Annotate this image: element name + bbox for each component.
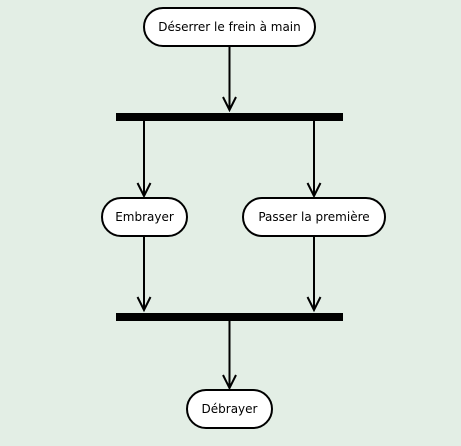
arrow-left-to-join (136, 236, 152, 313)
action-node-end: Débrayer (186, 389, 273, 429)
arrow-fork-to-left (136, 121, 152, 199)
action-node-right-label: Passer la première (258, 210, 369, 224)
action-node-left: Embrayer (101, 197, 188, 237)
fork-bar (116, 113, 343, 121)
arrow-right-to-join (306, 236, 322, 313)
action-node-start: Déserrer le frein à main (143, 7, 316, 47)
action-node-end-shape (186, 389, 273, 429)
action-node-start-label: Déserrer le frein à main (158, 20, 301, 34)
arrow-join-to-end (222, 321, 237, 391)
arrow-fork-to-right (306, 121, 322, 199)
arrow-start-to-fork (222, 46, 237, 113)
action-node-right: Passer la première (242, 197, 386, 237)
action-node-end-label: Débrayer (202, 402, 258, 416)
join-bar (116, 313, 343, 321)
action-node-left-label: Embrayer (115, 210, 174, 224)
